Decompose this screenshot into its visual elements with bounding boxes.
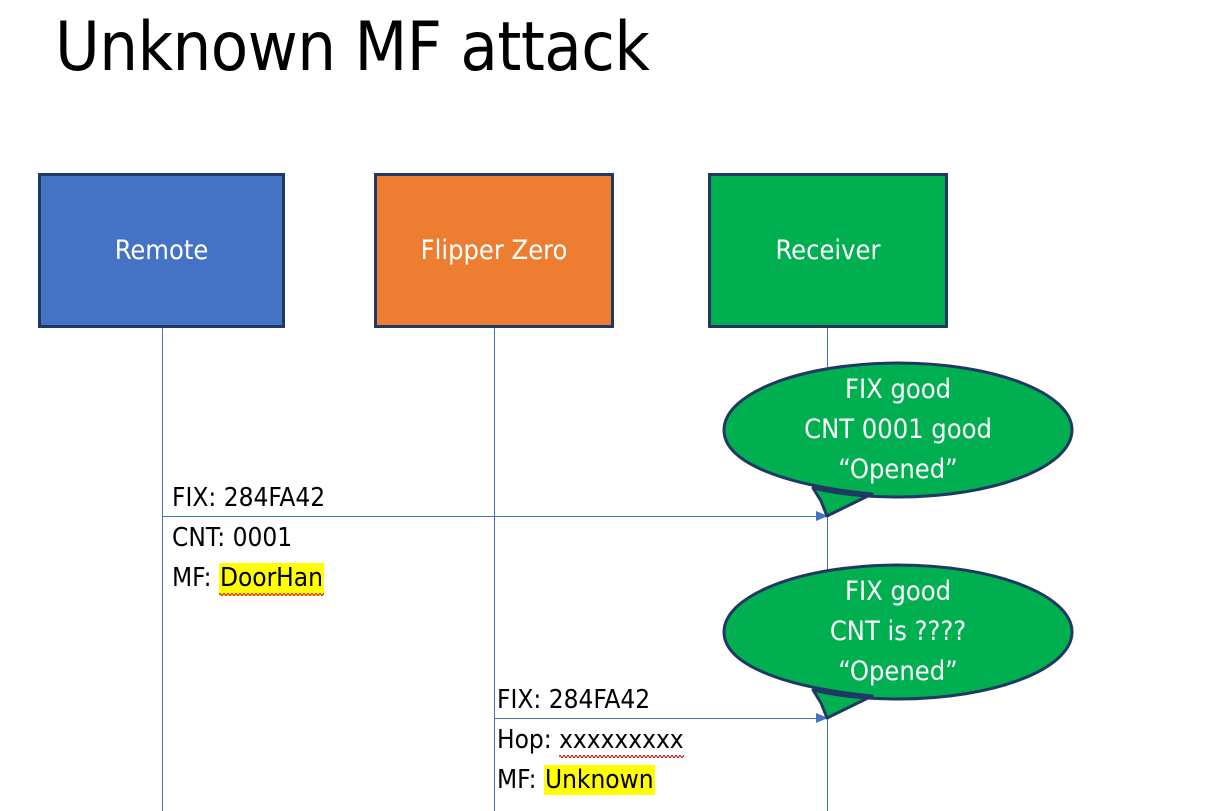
speech-bubble-receiver-response-1[interactable]: FIX good CNT 0001 good “Opened” <box>722 361 1074 521</box>
message-line-cnt: CNT: 0001 <box>172 518 325 558</box>
message2-line-mf-prefix: MF: <box>497 765 544 795</box>
lifeline-remote <box>162 328 163 811</box>
actor-label-remote: Remote <box>114 235 209 266</box>
message-line-cnt-prefix: CNT: <box>172 523 233 553</box>
speech-bubble-shape-1 <box>722 361 1074 518</box>
message-line-cnt-value: 0001 <box>232 523 293 553</box>
message2-line-hop-value: xxxxxxxxx <box>559 725 684 758</box>
message2-line-mf: MF: Unknown <box>497 760 684 800</box>
actor-box-remote[interactable]: Remote <box>38 173 285 328</box>
message2-line-hop: Hop: xxxxxxxxx <box>497 720 684 760</box>
message2-line-hop-prefix: Hop: <box>497 725 560 755</box>
speech-bubble-shape-2 <box>722 563 1074 720</box>
lifeline-flipper <box>494 328 495 811</box>
message-label-remote-to-receiver: FIX: 284FA42 CNT: 0001 MF: DoorHan <box>172 478 325 598</box>
slide-title: Unknown MF attack <box>55 8 650 87</box>
message-line-mf-prefix: MF: <box>172 563 219 593</box>
actor-label-flipper: Flipper Zero <box>420 235 568 266</box>
message2-line-fix-value: 284FA42 <box>548 685 651 715</box>
message2-line-fix: FIX: 284FA42 <box>497 680 684 720</box>
message2-line-mf-value-highlighted: Unknown <box>543 765 655 795</box>
message-line-mf-value-highlighted: DoorHan <box>219 563 324 596</box>
message-arrow-flipper-to-receiver <box>494 713 828 723</box>
speech-bubble-receiver-response-2[interactable]: FIX good CNT is ???? “Opened” <box>722 563 1074 723</box>
message-label-flipper-to-receiver: FIX: 284FA42 Hop: xxxxxxxxx MF: Unknown <box>497 680 684 800</box>
message-line-mf: MF: DoorHan <box>172 558 325 598</box>
actor-box-flipper[interactable]: Flipper Zero <box>374 173 614 328</box>
message-line-fix: FIX: 284FA42 <box>172 478 325 518</box>
actor-label-receiver: Receiver <box>775 235 881 266</box>
message-line-fix-prefix: FIX: <box>172 483 224 513</box>
message2-line-fix-prefix: FIX: <box>497 685 549 715</box>
message-arrow-remote-to-receiver <box>162 511 828 521</box>
message-line-fix-value: 284FA42 <box>223 483 326 513</box>
actor-box-receiver[interactable]: Receiver <box>708 173 948 328</box>
